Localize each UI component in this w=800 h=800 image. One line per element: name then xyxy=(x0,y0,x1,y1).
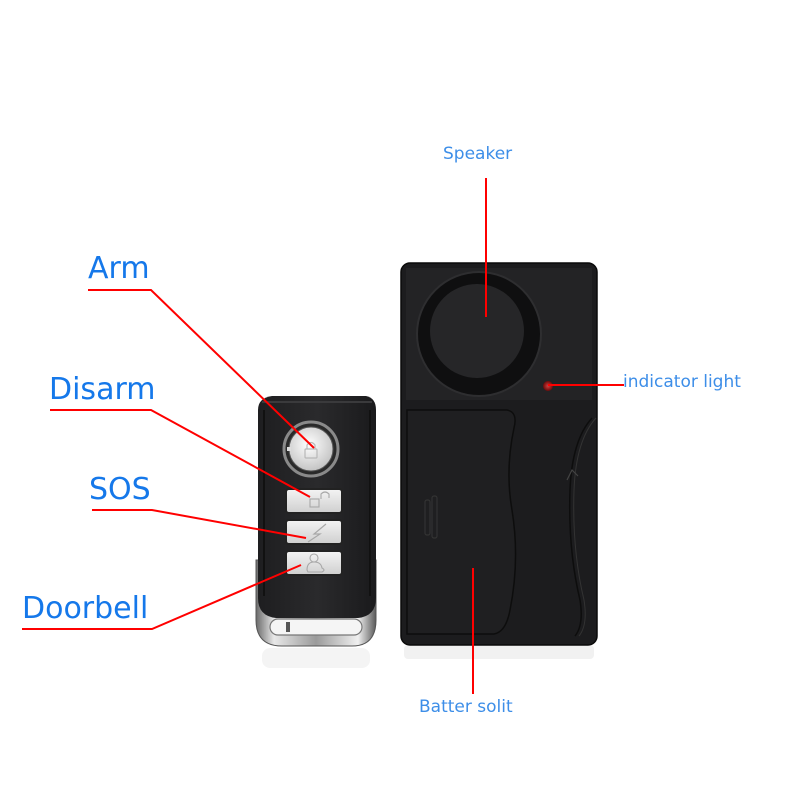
speaker xyxy=(416,271,542,397)
arm-callout-line xyxy=(88,289,315,449)
doorbell-callout-line xyxy=(22,564,302,630)
unlock-icon xyxy=(309,491,330,508)
battery-label: Batter solit xyxy=(419,697,513,717)
bell-icon xyxy=(306,553,325,573)
arm-button[interactable] xyxy=(282,420,340,478)
doorbell-label: Doorbell xyxy=(22,591,149,626)
doorbell-button[interactable] xyxy=(285,550,343,576)
battery-compartment-cover xyxy=(406,409,597,637)
speaker-label: Speaker xyxy=(443,144,513,164)
indicator-light-label: indicator light xyxy=(623,372,741,392)
sos-label: SOS xyxy=(89,472,151,507)
sos-callout-line xyxy=(92,509,307,539)
arm-label: Arm xyxy=(88,251,150,286)
lightning-icon xyxy=(307,523,327,543)
callout-lines xyxy=(22,178,624,694)
alarm-unit xyxy=(400,262,598,659)
lock-icon xyxy=(304,441,318,459)
disarm-callout-line xyxy=(50,409,311,498)
disarm-button[interactable] xyxy=(285,488,343,514)
sos-button[interactable] xyxy=(285,519,343,545)
disarm-label: Disarm xyxy=(49,372,156,407)
remote-control xyxy=(255,396,377,668)
